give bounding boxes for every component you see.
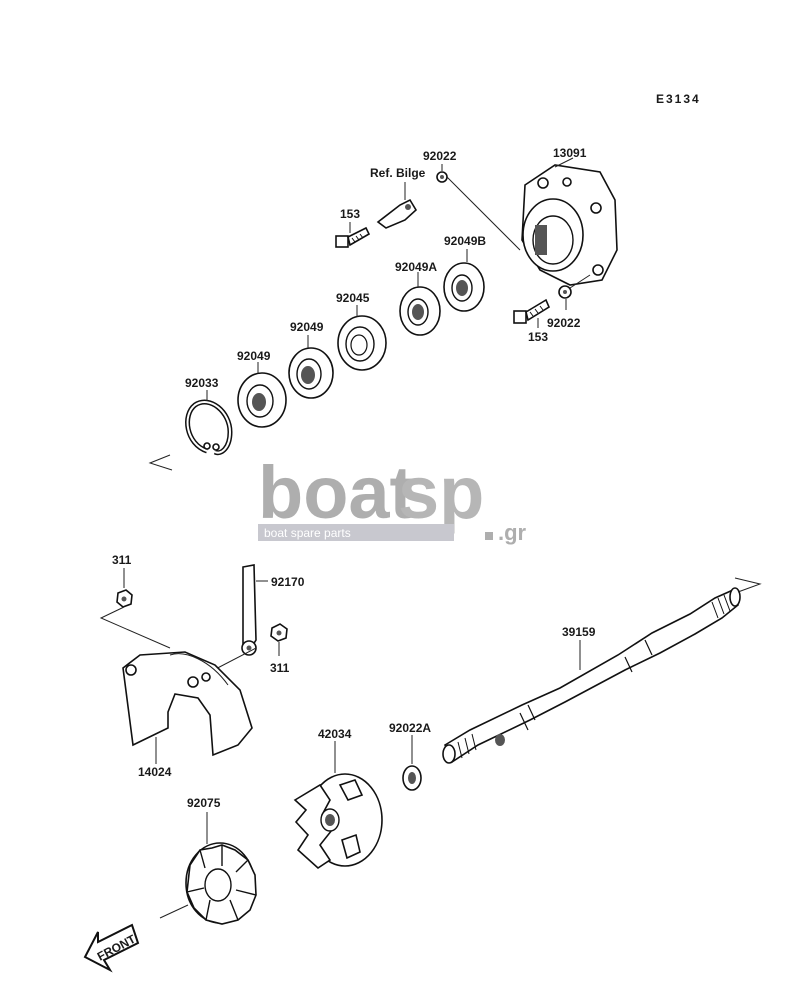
bearing-housing-13091 [521,164,618,286]
bolt-153-top [335,226,371,248]
label-92049B: 92049B [444,234,486,248]
label-92049-second: 92049 [290,320,324,334]
oil-seal-92049-first [237,372,287,428]
label-92022A: 92022A [389,721,431,735]
label-92075: 92075 [187,796,221,810]
label-14024: 14024 [138,765,172,779]
coupling-42034 [293,773,383,870]
bolt-153-bottom [513,298,551,324]
label-92033: 92033 [185,376,219,390]
damper-92075 [185,842,257,925]
nut-311-left [116,589,133,608]
oil-seal-92049A [399,286,441,336]
watermark-logo: boat sp .gr boat spare parts [258,451,527,545]
label-153-top: 153 [340,207,360,221]
axis-continuation-mark-right [734,577,762,593]
watermark-tagline: boat spare parts [264,526,351,540]
washer-92022A [402,765,422,791]
label-92022-bottom: 92022 [547,316,581,330]
diagram-code: E3134 [656,92,701,106]
label-39159: 39159 [562,625,596,639]
label-311-left: 311 [112,553,132,567]
circlip-92033 [185,399,233,456]
label-92049-first: 92049 [237,349,271,363]
bilge-bracket [376,198,418,229]
label-92022-top: 92022 [423,149,457,163]
front-direction-arrow: FRONT [83,923,140,973]
drive-shaft-39159 [442,587,741,764]
label-92049A: 92049A [395,260,437,274]
label-92170: 92170 [271,575,305,589]
leader-311-left [99,606,171,649]
coupling-cover-14024 [122,651,253,757]
label-13091: 13091 [553,146,587,160]
watermark-word-boat: boat [258,451,414,534]
label-153-bottom: 153 [528,330,548,344]
label-311-right: 311 [270,661,290,675]
washer-92022-top [436,171,448,183]
label-42034: 42034 [318,727,352,741]
axis-continuation-mark-left [148,454,173,471]
oil-seal-92049-second [288,347,334,399]
label-92045: 92045 [336,291,370,305]
ball-bearing-92045 [337,315,387,371]
oil-seal-92049B [443,262,485,312]
label-ref-bilge: Ref. Bilge [370,166,426,180]
watermark-suffix: .gr [498,520,527,545]
washer-92022-bottom [558,285,572,299]
nut-311-right [270,623,288,642]
watermark-word-sp: sp [398,451,484,534]
stay-92170 [241,564,257,656]
